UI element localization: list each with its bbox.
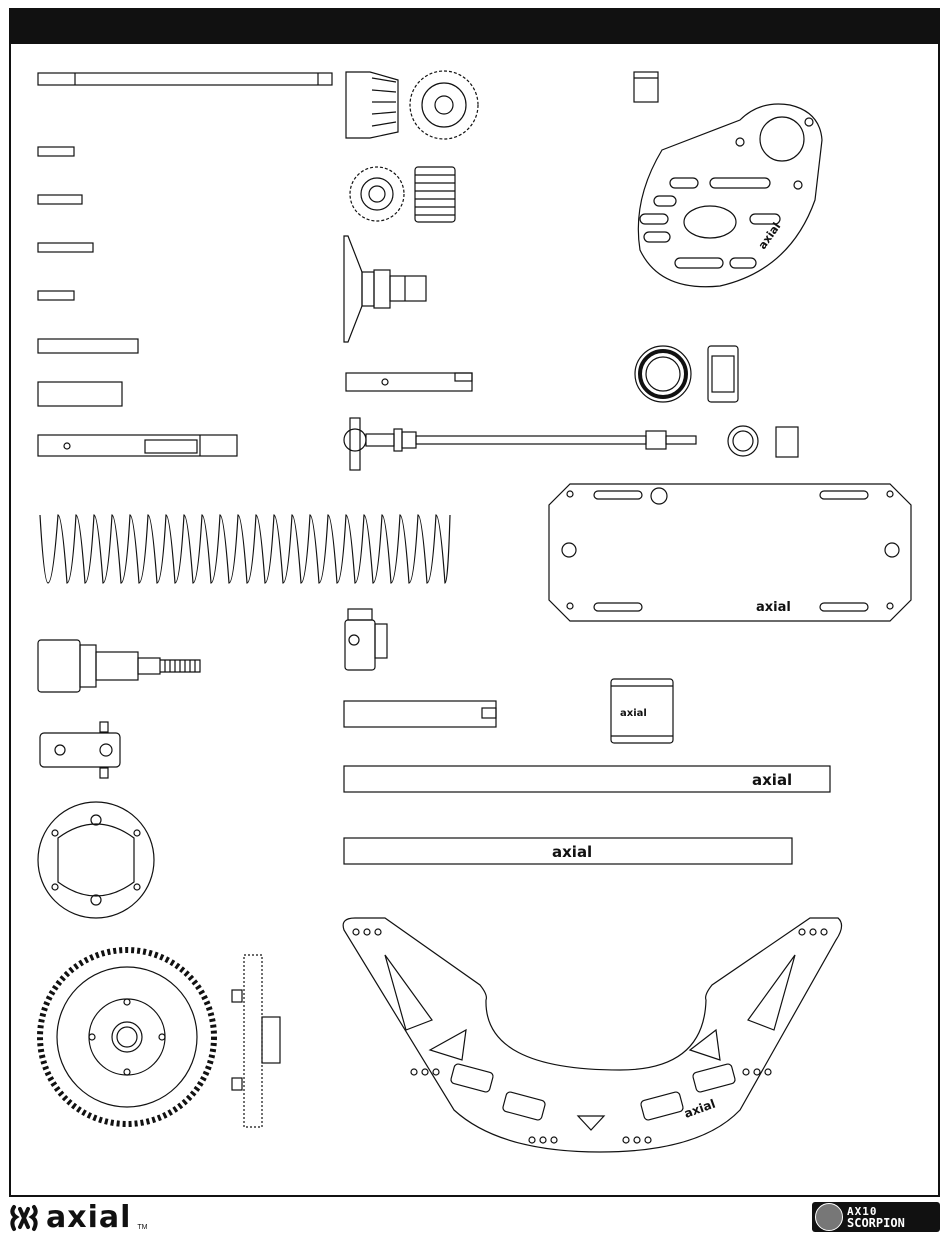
part-logo-text-4: axial: [756, 220, 784, 252]
stub-axle: [38, 640, 200, 692]
bushing-flanged: [634, 72, 658, 102]
small-bushing: [728, 426, 798, 457]
pin-long: [38, 339, 138, 353]
part-logo-text-1: axial: [752, 771, 792, 789]
part-logo-text-5: axial: [756, 600, 791, 615]
bearing-side: [708, 346, 738, 402]
footer-brand-logo: axial TM: [8, 1201, 148, 1235]
brand-name: axial: [46, 1203, 131, 1233]
long-bar-2: axial: [344, 838, 792, 864]
long-bar-1: axial: [344, 766, 830, 792]
pin-short-1: [38, 147, 74, 156]
bevel-gear-side: [346, 72, 398, 138]
pinion-gear-front: [350, 167, 404, 221]
long-pin-part: [38, 73, 332, 85]
front-brace: axial: [343, 918, 841, 1152]
part-logo-text-2: axial: [552, 843, 592, 861]
gasket: [38, 802, 154, 918]
servo-block: axial: [611, 679, 673, 743]
product-line-2: SCORPION: [847, 1217, 905, 1229]
pin-short-3: [38, 291, 74, 300]
pinion-gear-side: [415, 167, 455, 222]
ring-gear-side: [232, 955, 280, 1127]
outdrive-shaft: [38, 435, 237, 456]
hinge-link: [40, 722, 120, 778]
axial-logo-icon: [8, 1203, 40, 1233]
cvd-driveshaft: [344, 418, 696, 470]
ring-gear: [40, 950, 214, 1124]
pivot-block: [345, 609, 387, 670]
scorpion-emblem-icon: [815, 1203, 843, 1231]
part-logo-text-3: axial: [682, 1097, 717, 1121]
motor-plate: axial: [638, 104, 822, 287]
spacer-block: [38, 382, 122, 406]
product-badge: AX10 SCORPION: [812, 1202, 940, 1232]
battery-plate: axial: [549, 484, 911, 621]
short-shaft: [344, 701, 496, 727]
product-line-1: AX10: [847, 1206, 905, 1217]
output-cup: [344, 236, 426, 342]
pin-medium: [38, 243, 93, 252]
bearing-front: [635, 346, 691, 402]
trademark-mark: TM: [137, 1224, 147, 1231]
pin-short-2: [38, 195, 82, 204]
spring: [40, 515, 450, 583]
bevel-gear-front: [410, 71, 478, 139]
part-logo-text-6: axial: [620, 708, 647, 719]
axle-shaft: [346, 373, 472, 391]
